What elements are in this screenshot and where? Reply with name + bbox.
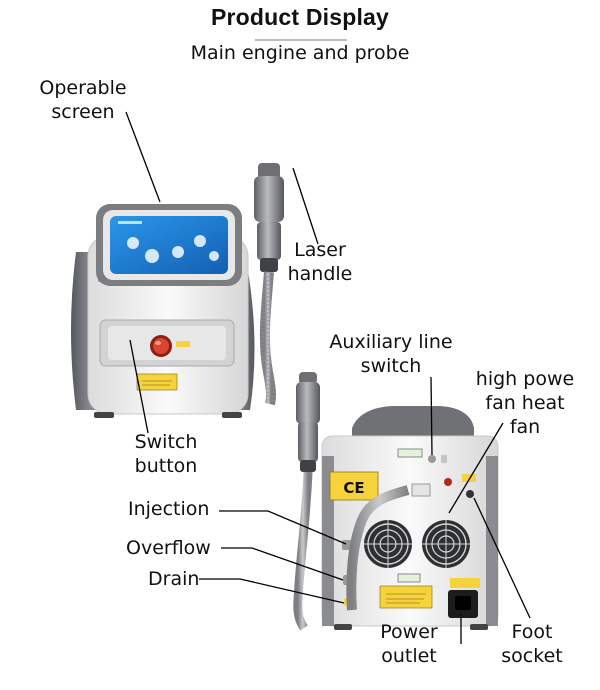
callout-aux-line2: switch	[360, 355, 422, 377]
callout-operable-screen: Operable screen	[28, 76, 138, 124]
callout-overflow: Overflow	[126, 537, 211, 559]
callout-fan: high powe fan heat fan	[462, 367, 588, 439]
callout-fan-line2: fan heat	[485, 392, 565, 414]
callout-aux-line1: Auxiliary line	[329, 331, 453, 353]
ce-mark: CE	[343, 479, 364, 497]
callout-fan-line1: high powe	[475, 368, 575, 390]
callout-auxiliary-line-switch: Auxiliary line switch	[318, 330, 464, 378]
callout-fan-line3: fan	[509, 416, 541, 438]
callout-switch-button-line2: button	[134, 455, 198, 477]
title-underline	[255, 39, 347, 41]
callout-foot-socket-line2: socket	[501, 645, 563, 667]
callout-drain: Drain	[148, 568, 200, 590]
callout-foot-socket: Foot socket	[492, 620, 572, 668]
callout-laser-handle-line1: Laser	[294, 239, 346, 261]
callout-laser-handle: Laser handle	[282, 238, 358, 286]
callout-laser-handle-line2: handle	[287, 263, 353, 285]
page-subtitle: Main engine and probe	[190, 42, 410, 64]
callout-operable-screen-line2: screen	[51, 101, 115, 123]
callout-switch-button-line1: Switch	[134, 431, 198, 453]
front-laser-handle	[254, 163, 284, 406]
callout-power-outlet: Power outlet	[370, 620, 448, 668]
callout-operable-screen-line1: Operable	[39, 77, 127, 99]
fan-left-icon	[364, 520, 412, 568]
callout-injection: Injection	[128, 498, 210, 520]
fan-right-icon	[422, 520, 470, 568]
callout-power-outlet-line1: Power	[380, 621, 438, 643]
callout-power-outlet-line2: outlet	[381, 645, 437, 667]
leader-lines	[125, 111, 531, 644]
back-laser-handle	[293, 372, 431, 631]
back-machine: CE	[321, 406, 499, 630]
page-title: Product Display	[210, 4, 390, 30]
front-machine	[71, 204, 255, 418]
callout-switch-button: Switch button	[118, 430, 214, 478]
callout-foot-socket-line1: Foot	[511, 621, 553, 643]
